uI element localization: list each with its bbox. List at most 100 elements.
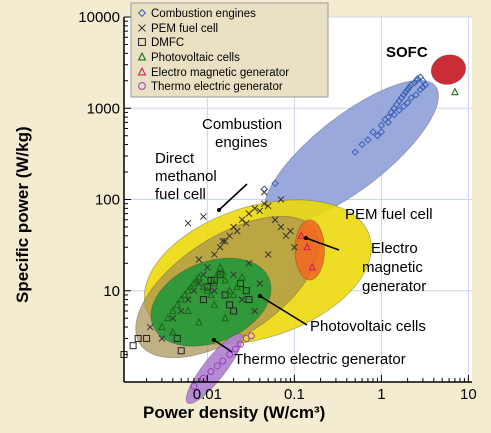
point-dmfc: [134, 334, 142, 342]
point-combustion-engines: [384, 113, 392, 121]
annotation-dmfc-1: Direct: [155, 150, 195, 167]
point-photovoltaic-cells: [158, 322, 166, 331]
point-photovoltaic-cells: [229, 290, 238, 298]
point-photovoltaic-cells: [168, 306, 177, 315]
point-photovoltaic-cells: [207, 290, 215, 298]
legend-label-dmfc: DMFC: [151, 37, 184, 49]
point-combustion-engines: [413, 75, 422, 83]
point-photovoltaic-cells: [195, 317, 203, 326]
annotation-emg-1: Electro: [371, 240, 418, 257]
point-combustion-engines: [399, 102, 408, 111]
point-pem-fuel-cell: [200, 213, 207, 220]
point-combustion-engines: [364, 136, 372, 144]
point-pem-fuel-cell: [238, 216, 246, 224]
point-thermo-electric-generator: [190, 382, 198, 390]
point-pem-fuel-cell: [256, 280, 264, 287]
point-combustion-engines: [397, 94, 406, 102]
annotation-combustion-1: Combustion: [202, 116, 282, 133]
point-pem-fuel-cell: [233, 227, 241, 235]
legend-label-pem: PEM fuel cell: [151, 23, 218, 35]
x-tick-label: 1: [377, 386, 385, 403]
point-pem-fuel-cell: [277, 196, 285, 203]
point-combustion-engines: [403, 99, 412, 107]
leader-dot: [258, 294, 262, 298]
point-thermo-electric-generator: [226, 351, 234, 359]
leader-dot: [304, 236, 308, 240]
legend-label-teg: Thermo electric generator: [151, 81, 283, 93]
point-pem-fuel-cell: [245, 259, 253, 267]
point-pem-fuel-cell: [204, 264, 211, 271]
point-dmfc: [230, 307, 238, 315]
point-thermo-electric-generator: [213, 362, 221, 370]
data-points: [120, 73, 459, 390]
point-thermo-electric-generator: [231, 345, 239, 353]
legend-marker-combustion-engines: [137, 8, 147, 18]
point-pem-fuel-cell: [238, 296, 246, 303]
point-combustion-engines: [412, 77, 420, 85]
point-photovoltaic-cells: [177, 294, 186, 303]
y-tick-label: 10000: [78, 9, 120, 26]
annotation-sofc: SOFC: [386, 44, 428, 61]
point-combustion-engines: [384, 118, 392, 127]
point-dmfc: [173, 334, 181, 342]
point-pem-fuel-cell: [260, 200, 268, 208]
y-axis-title: Specific power (W/kg): [13, 126, 32, 303]
point-dmfc: [226, 301, 234, 309]
legend-marker-thermo-electric-generator: [138, 82, 146, 90]
y-tick-label: 100: [95, 192, 120, 209]
y-tick-label: 1000: [87, 100, 120, 117]
point-combustion-engines: [412, 91, 420, 99]
point-dmfc: [143, 334, 151, 342]
point-photovoltaic-cells: [199, 282, 208, 291]
point-thermo-electric-generator: [236, 340, 244, 348]
point-pem-fuel-cell: [271, 216, 279, 224]
point-photovoltaic-cells: [216, 262, 225, 271]
leader-dot: [212, 338, 216, 342]
legend: Combustion engines PEM fuel cell DMFC Ph…: [130, 2, 329, 98]
point-photovoltaic-cells: [210, 278, 219, 287]
legend-markers: [137, 8, 147, 90]
point-combustion-engines: [358, 140, 366, 149]
annotation-pem: PEM fuel cell: [345, 206, 433, 223]
leader-line: [305, 237, 340, 251]
point-photovoltaic-cells: [210, 300, 219, 308]
region-sofc: [430, 54, 467, 85]
legend-box: [130, 2, 329, 98]
point-dmfc: [242, 287, 250, 295]
point-combustion-engines: [351, 148, 359, 156]
point-photovoltaic-cells: [218, 267, 227, 276]
point-pem-fuel-cell: [221, 237, 229, 245]
point-combustion-engines: [401, 88, 410, 96]
leader-dot: [217, 208, 221, 212]
point-pem-fuel-cell: [219, 237, 227, 245]
point-photovoltaic-cells: [451, 87, 459, 96]
point-combustion-engines: [390, 110, 398, 119]
leader-line: [259, 295, 308, 326]
point-photovoltaic-cells: [184, 306, 192, 315]
legend-label-pv: Photovoltaic cells: [151, 52, 240, 64]
point-combustion-engines: [395, 106, 403, 114]
point-photovoltaic-cells: [163, 313, 172, 322]
point-photovoltaic-cells: [184, 286, 192, 294]
point-photovoltaic-cells: [225, 286, 234, 294]
point-photovoltaic-cells: [221, 275, 230, 284]
annotation-leaders: [212, 183, 340, 353]
point-dmfc: [245, 296, 253, 304]
leader-line: [218, 183, 248, 211]
point-photovoltaic-cells: [203, 286, 212, 294]
legend-marker-pem-fuel-cell: [138, 24, 146, 32]
point-thermo-electric-generator: [219, 357, 227, 365]
x-tick-label: 10: [460, 386, 477, 403]
point-pem-fuel-cell: [216, 243, 224, 251]
point-combustion-engines: [369, 128, 377, 136]
point-combustion-engines: [410, 79, 419, 87]
point-combustion-engines: [373, 132, 382, 140]
point-pem-fuel-cell: [287, 227, 294, 235]
point-pem-fuel-cell: [251, 204, 259, 212]
point-pem-fuel-cell: [260, 188, 268, 196]
point-pem-fuel-cell: [256, 207, 264, 215]
point-pem-fuel-cell: [264, 202, 272, 210]
point-dmfc: [129, 342, 137, 350]
annotation-emg-2: magnetic: [362, 259, 423, 276]
